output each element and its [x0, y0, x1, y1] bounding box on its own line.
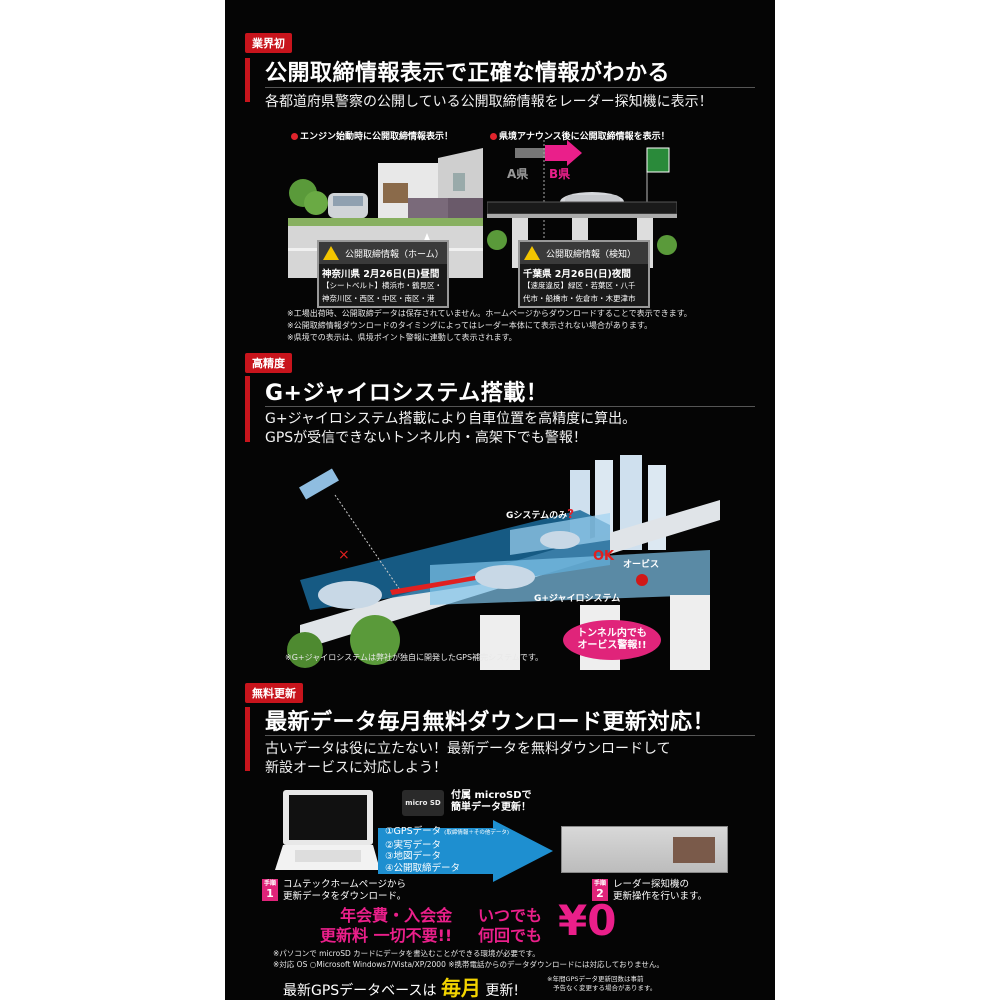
accent-bar	[245, 707, 250, 771]
svg-text:B県: B県	[549, 167, 570, 181]
gyro-tunnel-illustration: ×	[280, 455, 730, 670]
bottom-note: ※年間GPSデータ更新回数は事前予告なく変更する場合があります。	[547, 975, 657, 992]
promo-anytime: いつでも何回でも	[478, 906, 543, 945]
note: ※工場出荷時、公開取締データは保存されていません。ホームページからダウンロードす…	[287, 309, 692, 318]
accent-bar	[245, 58, 250, 102]
label-gyro-system: G+ジャイロシステム	[534, 594, 621, 604]
note: ※県境での表示は、県境ポイント警報に連動して表示されます。	[287, 333, 517, 342]
section-lead: 各都道府県警察の公開している公開取締情報をレーダー探知機に表示！	[265, 94, 713, 110]
badge-free-update: 無料更新	[245, 683, 303, 703]
section-lead-line2: GPSが受信できないトンネル内・高架下でも警報！	[265, 430, 587, 446]
badge-industry-first: 業界初	[245, 33, 292, 53]
section-lead-line1: 古いデータは役に立たない！最新データを無料ダウンロードして	[265, 741, 671, 757]
label-orbis: オービス	[623, 560, 660, 570]
caption-engine-start: エンジン始動時に公開取締情報表示！	[291, 129, 453, 142]
footnote: ※G+ジャイロシステムは弊社が独自に開発したGPS補完システムです。	[285, 653, 544, 662]
radar-detector-mirror	[561, 826, 728, 873]
microsd-caption: 付属 microSDで簡単データ更新！	[451, 790, 532, 813]
promo-free-fees: 年会費・入会金更新料 一切不要!!	[320, 906, 453, 945]
section-lead-line1: G+ジャイロシステム搭載により自車位置を高精度に算出。	[265, 411, 637, 427]
divider	[265, 735, 755, 736]
svg-text:×: ×	[338, 547, 350, 563]
ad-panel: 業界初 公開取締情報表示で正確な情報がわかる 各都道府県警察の公開している公開取…	[225, 0, 775, 1000]
section-title-public-enforcement: 公開取締情報表示で正確な情報がわかる	[265, 61, 671, 86]
caution-icon	[524, 246, 540, 260]
bullet-icon	[490, 133, 497, 140]
section-lead-line2: 新設オービスに対応しよう！	[265, 760, 447, 776]
monthly-update-banner: 最新GPSデータベースは 毎月 更新!	[283, 976, 520, 1000]
label-ok: OK	[593, 549, 615, 564]
divider	[265, 87, 755, 88]
note: ※公開取締情報ダウンロードのタイミングによってはレーダー本体にて表示されない場合…	[287, 321, 653, 330]
speech-bubble-orbis-warning: トンネル内でもオービス警報!!	[563, 620, 661, 660]
note: ※パソコンで microSD カードにデータを書込むことができる環境が必要です。	[273, 949, 540, 958]
bullet-icon	[291, 133, 298, 140]
caution-icon	[323, 246, 339, 260]
divider	[265, 406, 755, 407]
info-box-detect: 公開取締情報（検知） 千葉県 2月26日(日)夜間 【速度違反】緑区・若葉区・八…	[518, 240, 650, 308]
section-title-free-download: 最新データ毎月無料ダウンロード更新対応！	[265, 710, 716, 735]
label-g-only: Gシステムのみ?	[506, 507, 575, 521]
badge-high-precision: 高精度	[245, 353, 292, 373]
note: ※対応 OS ○Microsoft Windows7/Vista/XP/2000…	[273, 960, 664, 969]
promo-price: ¥0	[558, 896, 617, 945]
mirror-display	[673, 837, 715, 863]
info-box-home: 公開取締情報（ホーム） 神奈川県 2月26日(日)昼間 【シートベルト】横浜市・…	[317, 240, 449, 308]
laptop-illustration	[275, 790, 380, 872]
data-transfer-arrow	[378, 820, 553, 882]
svg-text:A県: A県	[507, 167, 528, 181]
section-title-gyro: G+ジャイロシステム搭載！	[265, 381, 549, 406]
data-items-list: ①GPSデータ (取締情報＋その他データ) ②実写データ ③地図データ ④公開取…	[385, 826, 509, 874]
microsd-icon: micro SD	[402, 790, 444, 816]
accent-bar	[245, 376, 250, 442]
caption-border-announce: 県境アナウンス後に公開取締情報を表示！	[490, 129, 670, 142]
